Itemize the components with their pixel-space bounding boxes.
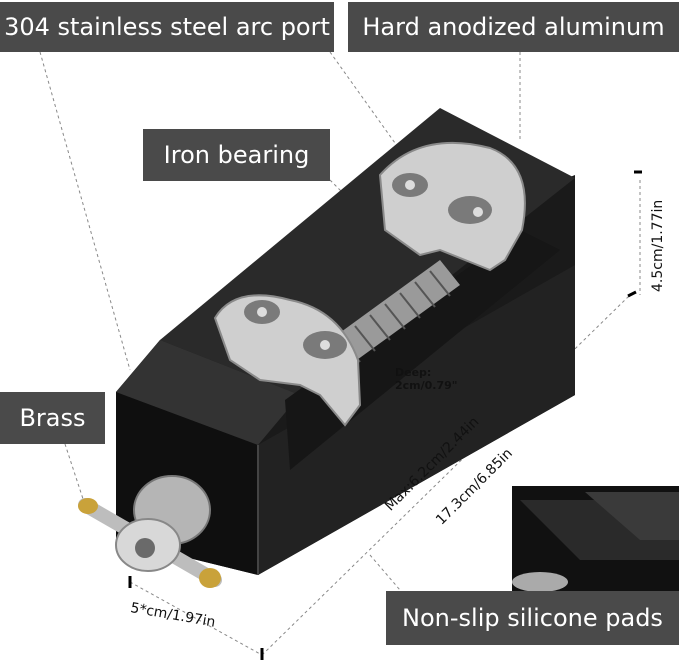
brass-cap (78, 498, 98, 514)
brass-cap (199, 568, 221, 588)
dimension-depth: Deep: 2cm/0.79" (395, 366, 465, 392)
label-aluminum: Hard anodized aluminum (348, 2, 679, 52)
depth-title: Deep: (395, 366, 432, 379)
rear-jaw (378, 141, 526, 272)
label-silicone-pads: Non-slip silicone pads (386, 591, 679, 645)
label-arc-port: 304 stainless steel arc port (0, 2, 334, 52)
label-brass: Brass (0, 392, 105, 444)
label-iron-bearing: Iron bearing (143, 129, 330, 181)
handle (78, 475, 222, 588)
depth-value: 2cm/0.79" (395, 379, 458, 392)
front-jaw (213, 294, 362, 427)
inset-detail (512, 486, 679, 592)
dimension-height: 4.5cm/1.77in (650, 199, 666, 292)
